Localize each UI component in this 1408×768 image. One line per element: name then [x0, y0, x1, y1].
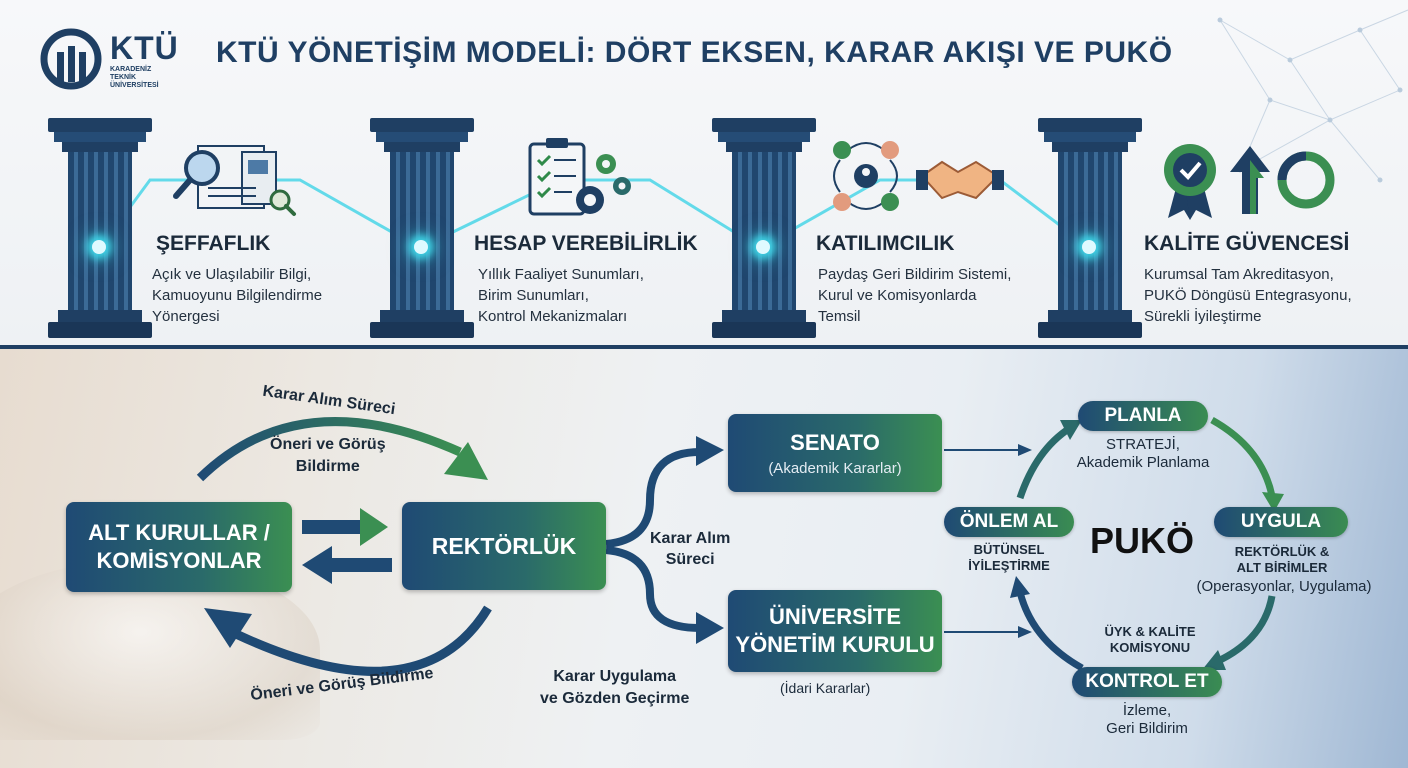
karar-alim-sureci-mid-label: Karar Alım Süreci [650, 528, 730, 570]
kontrol-above-line2: KOMİSYONU [1109, 640, 1191, 655]
pillar-desc-line: Kamuoyunu Bilgilendirme [152, 287, 323, 304]
oneri-top-label: Öneri ve Görüş Bildirme [270, 434, 386, 478]
kontrol-sub-line2: Geri Bildirim [1106, 720, 1188, 737]
pillar-desc-line: Kontrol Mekanizmaları [478, 308, 628, 325]
karar-uygulama-line1: Karar Uygulama [553, 668, 677, 685]
pillar-desc-line: Açık ve Ulaşılabilir Bilgi, [152, 266, 312, 283]
senato-sublabel: (Akademik Kararlar) [768, 459, 902, 477]
uygula-bold-line2: ALT BİRİMLER [1236, 560, 1328, 575]
arrow-left-body [330, 558, 392, 572]
pillar-desc-line: Paydaş Geri Bildirim Sistemi, [818, 266, 1012, 283]
logo-subtext-line1: KARADENİZ TEKNİK [110, 66, 152, 81]
arc-bottom-arrowhead [204, 608, 252, 648]
arc-top-arrow [196, 417, 462, 482]
logo-text: KTÜ [110, 30, 179, 66]
logo-subtext: KARADENİZ TEKNİK ÜNİVERSİTESİ [110, 66, 174, 90]
pillar-desc-kalite-guvencesi: Kurumsal Tam Akreditasyon, PUKÖ Döngüsü … [1144, 264, 1352, 327]
senato-label: SENATO [790, 429, 880, 455]
people-handshake-icon [833, 141, 1004, 211]
karar-alim-mid-line2: Süreci [665, 551, 715, 568]
section-divider [0, 345, 1408, 349]
glow-dot [1082, 240, 1096, 254]
onlem-sublabel: BÜTÜNSEL İYİLEŞTİRME [948, 542, 1070, 574]
pillar-heading-kalite-guvencesi: KALİTE GÜVENCESİ [1144, 232, 1350, 255]
puko-planla-pill[interactable]: PLANLA [1078, 401, 1208, 431]
pillar-desc-line: Temsil [818, 308, 861, 325]
pillar-desc-line: Yönergesi [152, 308, 220, 325]
pillar-heading-katilimcilik: KATILIMCILIK [816, 232, 955, 255]
kontrol-above-line1: ÜYK & KALİTE [1104, 624, 1196, 639]
pillar-desc-seffaflik: Açık ve Ulaşılabilir Bilgi, Kamuoyunu Bi… [152, 264, 322, 327]
alt-kurullar-line2: KOMİSYONLAR [96, 548, 262, 573]
oneri-top-line2: Bildirme [295, 458, 360, 475]
planla-sub-line2: Akademik Planlama [1076, 454, 1210, 471]
arrow-left-head [302, 546, 332, 584]
badge-arrow-cycle-icon [1164, 144, 1335, 220]
pillar-heading-hesap-verebilirlik: HESAP VEREBİLİRLİK [474, 232, 698, 255]
uygula-bold-line1: REKTÖRLÜK & [1234, 544, 1330, 559]
arrow-right-head [360, 508, 388, 546]
puko-uygula-pill[interactable]: UYGULA [1214, 507, 1348, 537]
planla-sub-line1: STRATEJİ, [1106, 436, 1180, 453]
kontrol-sublabel: İzleme, Geri Bildirim [1082, 702, 1212, 738]
kontrol-above-label: ÜYK & KALİTE KOMİSYONU [1082, 624, 1218, 656]
karar-uygulama-line2: ve Gözden Geçirme [540, 690, 690, 707]
arc-bottom-arrow [234, 605, 492, 676]
glow-dot [92, 240, 106, 254]
rektorluk-box[interactable]: REKTÖRLÜK [402, 502, 606, 590]
pillar-desc-katilimcilik: Paydaş Geri Bildirim Sistemi, Kurul ve K… [818, 264, 1011, 327]
glow-dot [414, 240, 428, 254]
pillar-hesap-verebilirlik [370, 118, 474, 338]
glow-dot [756, 240, 770, 254]
arrow-right-body [302, 520, 362, 534]
uyk-line1: ÜNİVERSİTE [768, 604, 902, 629]
pillar-katilimcilik [712, 118, 816, 338]
pillar-desc-line: Sürekli İyileştirme [1144, 308, 1262, 325]
kontrol-sub-line1: İzleme, [1122, 702, 1172, 719]
ktu-logo: KTÜ KARADENİZ TEKNİK ÜNİVERSİTESİ [40, 28, 178, 92]
checklist-gears-icon [528, 138, 631, 216]
onlem-sub-line2: İYİLEŞTİRME [968, 558, 1050, 573]
pillar-seffaflik [48, 118, 152, 338]
arc-top-arrowhead [444, 442, 488, 480]
alt-kurullar-line1: ALT KURULLAR / [88, 520, 270, 545]
oneri-top-line1: Öneri ve Görüş [270, 436, 386, 453]
uyk-sublabel: (İdari Kararlar) [780, 680, 871, 696]
alt-kurullar-box[interactable]: ALT KURULLAR / KOMİSYONLAR [66, 502, 292, 592]
puko-kontrol-pill[interactable]: KONTROL ET [1072, 667, 1222, 697]
logo-subtext-line2: ÜNİVERSİTESİ [110, 82, 159, 89]
ktu-logo-icon [40, 28, 102, 90]
pillar-desc-hesap-verebilirlik: Yıllık Faaliyet Sunumları, Birim Sunumla… [478, 264, 644, 327]
uyk-line2: YÖNETİM KURULU [735, 632, 935, 657]
page-title: KTÜ YÖNETİŞİM MODELİ: DÖRT EKSEN, KARAR … [216, 36, 1173, 69]
pillar-heading-seffaflik: ŞEFFAFLIK [156, 232, 271, 255]
uygula-sublabel-bold: REKTÖRLÜK & ALT BİRİMLER [1222, 544, 1342, 576]
karar-uygulama-label: Karar Uygulama ve Gözden Geçirme [540, 666, 689, 710]
pillar-desc-line: Kurumsal Tam Akreditasyon, [1144, 266, 1334, 283]
karar-alim-mid-line1: Karar Alım [650, 530, 731, 547]
uygula-sublabel: (Operasyonlar, Uygulama) [1196, 578, 1372, 595]
pillar-desc-line: PUKÖ Döngüsü Entegrasyonu, [1144, 287, 1352, 304]
puko-onlem-pill[interactable]: ÖNLEM AL [944, 507, 1074, 537]
document-magnifier-icon [173, 145, 296, 216]
onlem-sub-line1: BÜTÜNSEL [973, 542, 1045, 557]
planla-sublabel: STRATEJİ, Akademik Planlama [1068, 436, 1218, 472]
flow-arrows [196, 416, 1284, 676]
pillar-desc-line: Birim Sunumları, [478, 287, 589, 304]
pillar-desc-line: Kurul ve Komisyonlarda [818, 287, 977, 304]
pillar-desc-line: Yıllık Faaliyet Sunumları, [478, 266, 644, 283]
puko-center-label: PUKÖ [1090, 520, 1195, 561]
senato-box[interactable]: SENATO (Akademik Kararlar) [728, 414, 942, 492]
pillar-kalite-guvencesi [1038, 118, 1142, 338]
universite-yonetim-kurulu-box[interactable]: ÜNİVERSİTE YÖNETİM KURULU [728, 590, 942, 672]
